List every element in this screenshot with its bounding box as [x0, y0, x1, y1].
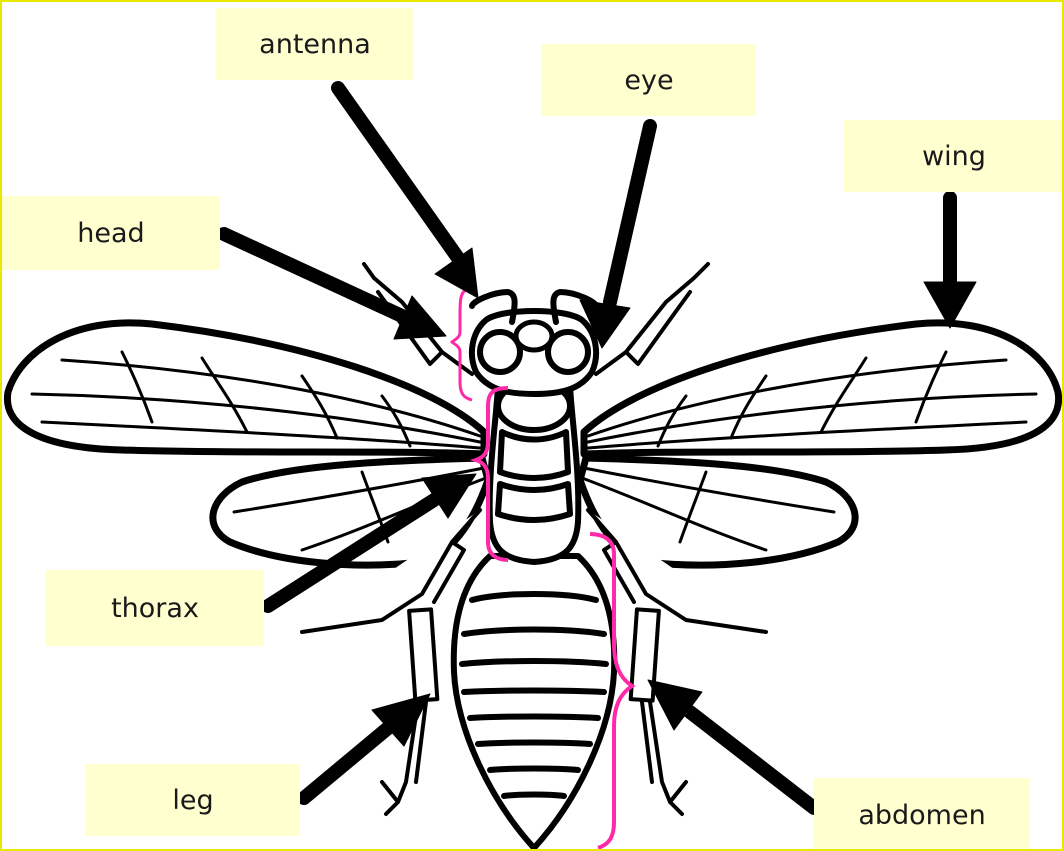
label-head: head: [2, 196, 220, 270]
label-wing: wing: [844, 120, 1064, 192]
label-thorax: thorax: [46, 570, 264, 646]
label-abdomen: abdomen: [814, 778, 1030, 851]
label-leg: leg: [86, 764, 300, 836]
head-arrow: [224, 234, 446, 339]
face-plate: [516, 322, 552, 350]
label-antenna: antenna: [216, 8, 414, 80]
abdomen-arrow: [648, 680, 814, 808]
wing-arrow: [924, 198, 976, 328]
left-hind-femur: [409, 609, 437, 700]
insect-body: [7, 264, 1058, 848]
label-eye: eye: [542, 44, 756, 116]
head-bracket: [452, 290, 472, 400]
thorax-plates: [498, 382, 570, 520]
antenna-arrow: [338, 88, 478, 298]
eye-arrow: [580, 126, 650, 348]
